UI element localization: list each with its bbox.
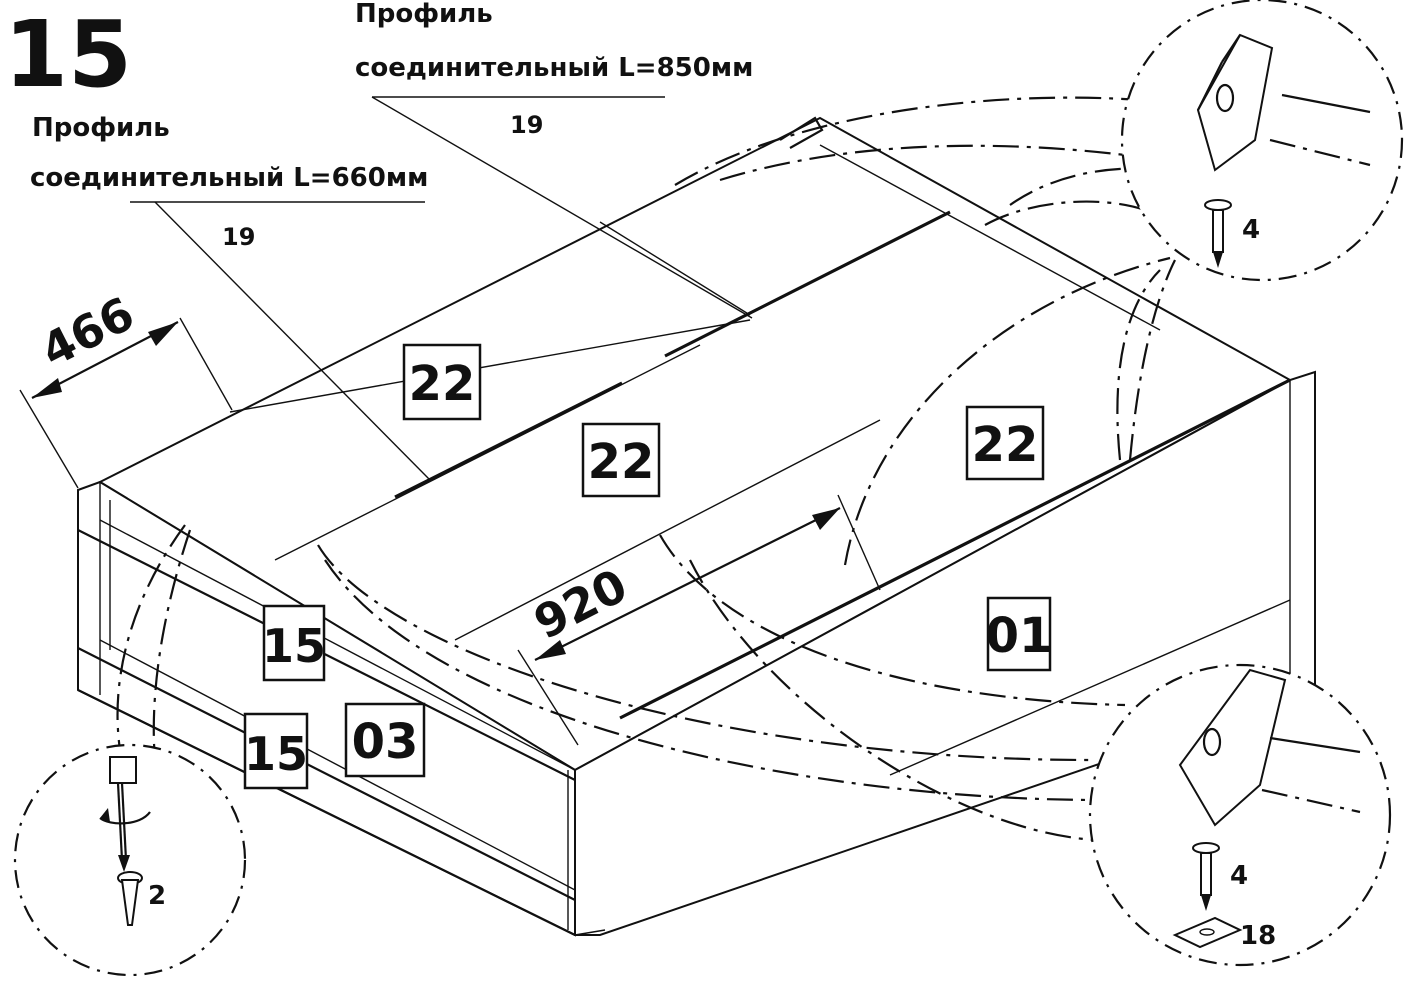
callout-850-qty: 19 — [510, 111, 543, 139]
leader-lines — [130, 96, 753, 481]
part-label-front-panel: 03 — [344, 702, 426, 778]
svg-text:22: 22 — [972, 417, 1039, 473]
callout-850-line2: соединительный L=850мм — [355, 53, 753, 83]
dimension-920 — [517, 494, 881, 746]
dimension-466 — [19, 317, 233, 489]
part-label-side-panel: 01 — [986, 596, 1053, 672]
rotate-arrow-icon — [100, 808, 110, 822]
nail-icon — [1192, 842, 1220, 911]
nail-icon — [1204, 199, 1232, 268]
step-number: 15 — [4, 1, 132, 108]
part-label-front-upper: 15 — [262, 604, 326, 682]
part-label-top-left: 22 — [402, 343, 482, 421]
detail-screw: 2 — [13, 743, 247, 977]
hammer-icon — [1196, 33, 1371, 172]
callout-profile-660: Профиль соединительный L=660мм 19 — [30, 113, 428, 251]
callout-660-qty: 19 — [222, 223, 255, 251]
callout-850-line1: Профиль — [355, 0, 493, 29]
arrow-head-icon — [148, 322, 178, 346]
part-label-top-right: 22 — [965, 405, 1045, 481]
screw-icon — [117, 871, 143, 926]
mounting-plate-icon — [1172, 916, 1243, 949]
svg-text:15: 15 — [262, 619, 326, 673]
connector-arcs — [116, 96, 1176, 842]
screwdriver-icon — [99, 756, 151, 872]
nail-bottom-qty: 4 — [1230, 861, 1248, 891]
svg-text:22: 22 — [409, 356, 476, 412]
screw-qty: 2 — [148, 881, 166, 911]
part-label-top-middle: 22 — [581, 422, 661, 498]
furniture-body — [77, 116, 1316, 937]
callout-660-line2: соединительный L=660мм — [30, 163, 428, 193]
svg-text:15: 15 — [244, 727, 308, 781]
arrow-head-icon — [535, 640, 566, 660]
detail-hammer-nail-top: 4 — [1120, 0, 1404, 282]
hammer-icon — [1178, 668, 1361, 827]
svg-text:22: 22 — [588, 434, 655, 490]
svg-text:03: 03 — [352, 714, 419, 770]
arrow-head-icon — [32, 378, 62, 398]
dimension-466-label: 466 — [32, 286, 142, 378]
callout-profile-850: Профиль соединительный L=850мм 19 — [355, 0, 753, 139]
nail-top-qty: 4 — [1242, 215, 1260, 245]
callout-660-line1: Профиль — [32, 113, 170, 143]
part-label-front-lower: 15 — [243, 712, 309, 790]
arrow-head-icon — [812, 508, 840, 530]
plate-qty: 18 — [1240, 921, 1276, 951]
detail-hammer-nail-bottom: 4 18 — [1088, 663, 1392, 967]
svg-text:01: 01 — [986, 608, 1053, 664]
